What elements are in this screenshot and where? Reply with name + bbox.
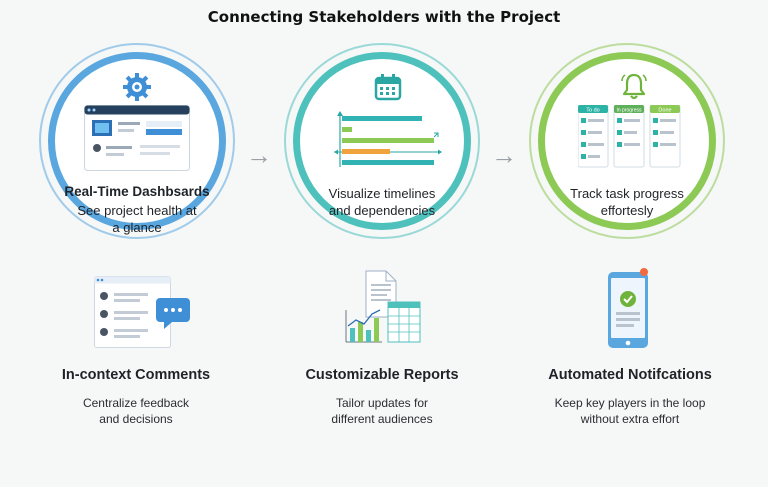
circle-task-progress: To do In progress Done Track task progre… bbox=[529, 43, 725, 239]
circle-timelines: Visualize timelines and dependencies bbox=[284, 43, 480, 239]
calendar-icon bbox=[374, 74, 402, 101]
circle-desc-line2: a glance bbox=[112, 220, 162, 235]
gantt-chart-icon bbox=[334, 111, 442, 167]
feature-title: Customizable Reports bbox=[305, 367, 459, 383]
kanban-board-icon: To do In progress Done bbox=[578, 105, 681, 168]
circle-desc-line1: Visualize timelines bbox=[328, 186, 436, 201]
comments-icon bbox=[94, 276, 190, 348]
circle-desc-line1: See project health at bbox=[77, 203, 197, 218]
circle-desc-line2: effortesly bbox=[600, 203, 654, 218]
reports-icon bbox=[345, 270, 421, 343]
bell-icon bbox=[621, 73, 647, 100]
circle-heading: Real-Time Dashbsards bbox=[64, 184, 210, 199]
feature-title: Automated Notifcations bbox=[548, 367, 712, 383]
page-title: Connecting Stakeholders with the Project bbox=[207, 8, 561, 26]
kanban-col-label: To do bbox=[586, 107, 599, 113]
circle-desc-line1: Track task progress bbox=[570, 186, 684, 201]
circle-realtime-dashboards: Real-Time Dashbsards See project health … bbox=[39, 43, 235, 239]
circle-desc-line2: and dependencies bbox=[328, 203, 436, 218]
feature-desc-line1: Centralize feedback bbox=[82, 396, 190, 410]
flow-arrow-icon: → bbox=[491, 140, 517, 170]
phone-notification-icon bbox=[608, 268, 648, 348]
flow-arrow-icon: → bbox=[246, 140, 272, 170]
gear-icon bbox=[123, 73, 151, 101]
feature-desc-line2: and decisions bbox=[99, 412, 173, 426]
feature-desc-line2: different audiences bbox=[331, 412, 433, 426]
feature-title: In-context Comments bbox=[61, 367, 211, 383]
feature-desc-line1: Tailor updates for bbox=[335, 396, 429, 410]
feature-desc-line1: Keep key players in the loop bbox=[554, 396, 706, 410]
kanban-col-label: In progress bbox=[616, 107, 642, 113]
kanban-col-label: Done bbox=[658, 107, 671, 113]
feature-desc-line2: without extra effort bbox=[580, 412, 680, 426]
dashboard-window-icon bbox=[84, 105, 190, 171]
